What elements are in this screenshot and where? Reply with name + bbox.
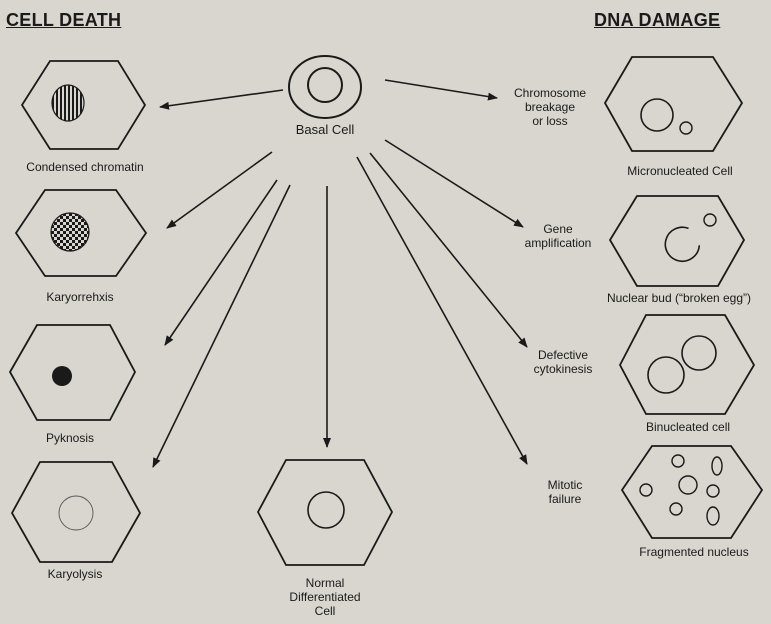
cell-karyorrhexis <box>16 190 146 276</box>
label-process-mitotic-failure: Mitotic failure <box>535 478 595 506</box>
label-process-defective-cytokinesis: Defective cytokinesis <box>518 348 608 376</box>
label-karyorrhexis: Karyorrehxis <box>20 290 140 304</box>
cell-fragmented-nucleus <box>622 446 762 538</box>
label-basal-cell: Basal Cell <box>280 123 370 137</box>
arrow-to-pyknosis <box>165 180 277 345</box>
heading-dna-damage: DNA DAMAGE <box>594 10 720 31</box>
cell-nuclear-bud <box>610 196 744 286</box>
arrow-to-fragmented-nucleus <box>357 157 527 464</box>
label-condensed-chromatin: Condensed chromatin <box>10 160 160 174</box>
arrows <box>153 80 527 467</box>
arrow-to-binucleated-cell <box>370 153 527 347</box>
label-fragmented-nucleus: Fragmented nucleus <box>622 545 766 559</box>
arrow-to-nuclear-bud <box>385 140 523 227</box>
cell-normal-differentiated <box>258 460 392 565</box>
arrow-to-karyolysis <box>153 185 290 467</box>
label-karyolysis: Karyolysis <box>20 567 130 581</box>
label-pyknosis: Pyknosis <box>20 431 120 445</box>
label-micronucleated-cell: Micronucleated Cell <box>605 164 755 178</box>
arrow-to-micronucleated-cell <box>385 80 497 98</box>
cell-binucleated <box>620 315 754 414</box>
label-process-chromosome-breakage: Chromosome breakage or loss <box>497 86 603 128</box>
cell-condensed-chromatin <box>22 61 145 149</box>
cell-micronucleated <box>605 57 742 151</box>
arrow-to-karyorrhexis <box>167 152 272 228</box>
label-nuclear-bud: Nuclear bud (“broken egg”) <box>590 291 768 305</box>
label-normal-differentiated-cell: Normal Differentiated Cell <box>270 576 380 618</box>
label-binucleated-cell: Binucleated cell <box>625 420 751 434</box>
arrow-to-condensed-chromatin <box>160 90 283 107</box>
cell-pyknosis <box>10 325 135 420</box>
cell-karyolysis <box>12 462 140 562</box>
heading-cell-death: CELL DEATH <box>6 10 121 31</box>
basal-cell <box>289 56 361 118</box>
label-process-gene-amplification: Gene amplification <box>508 222 608 250</box>
